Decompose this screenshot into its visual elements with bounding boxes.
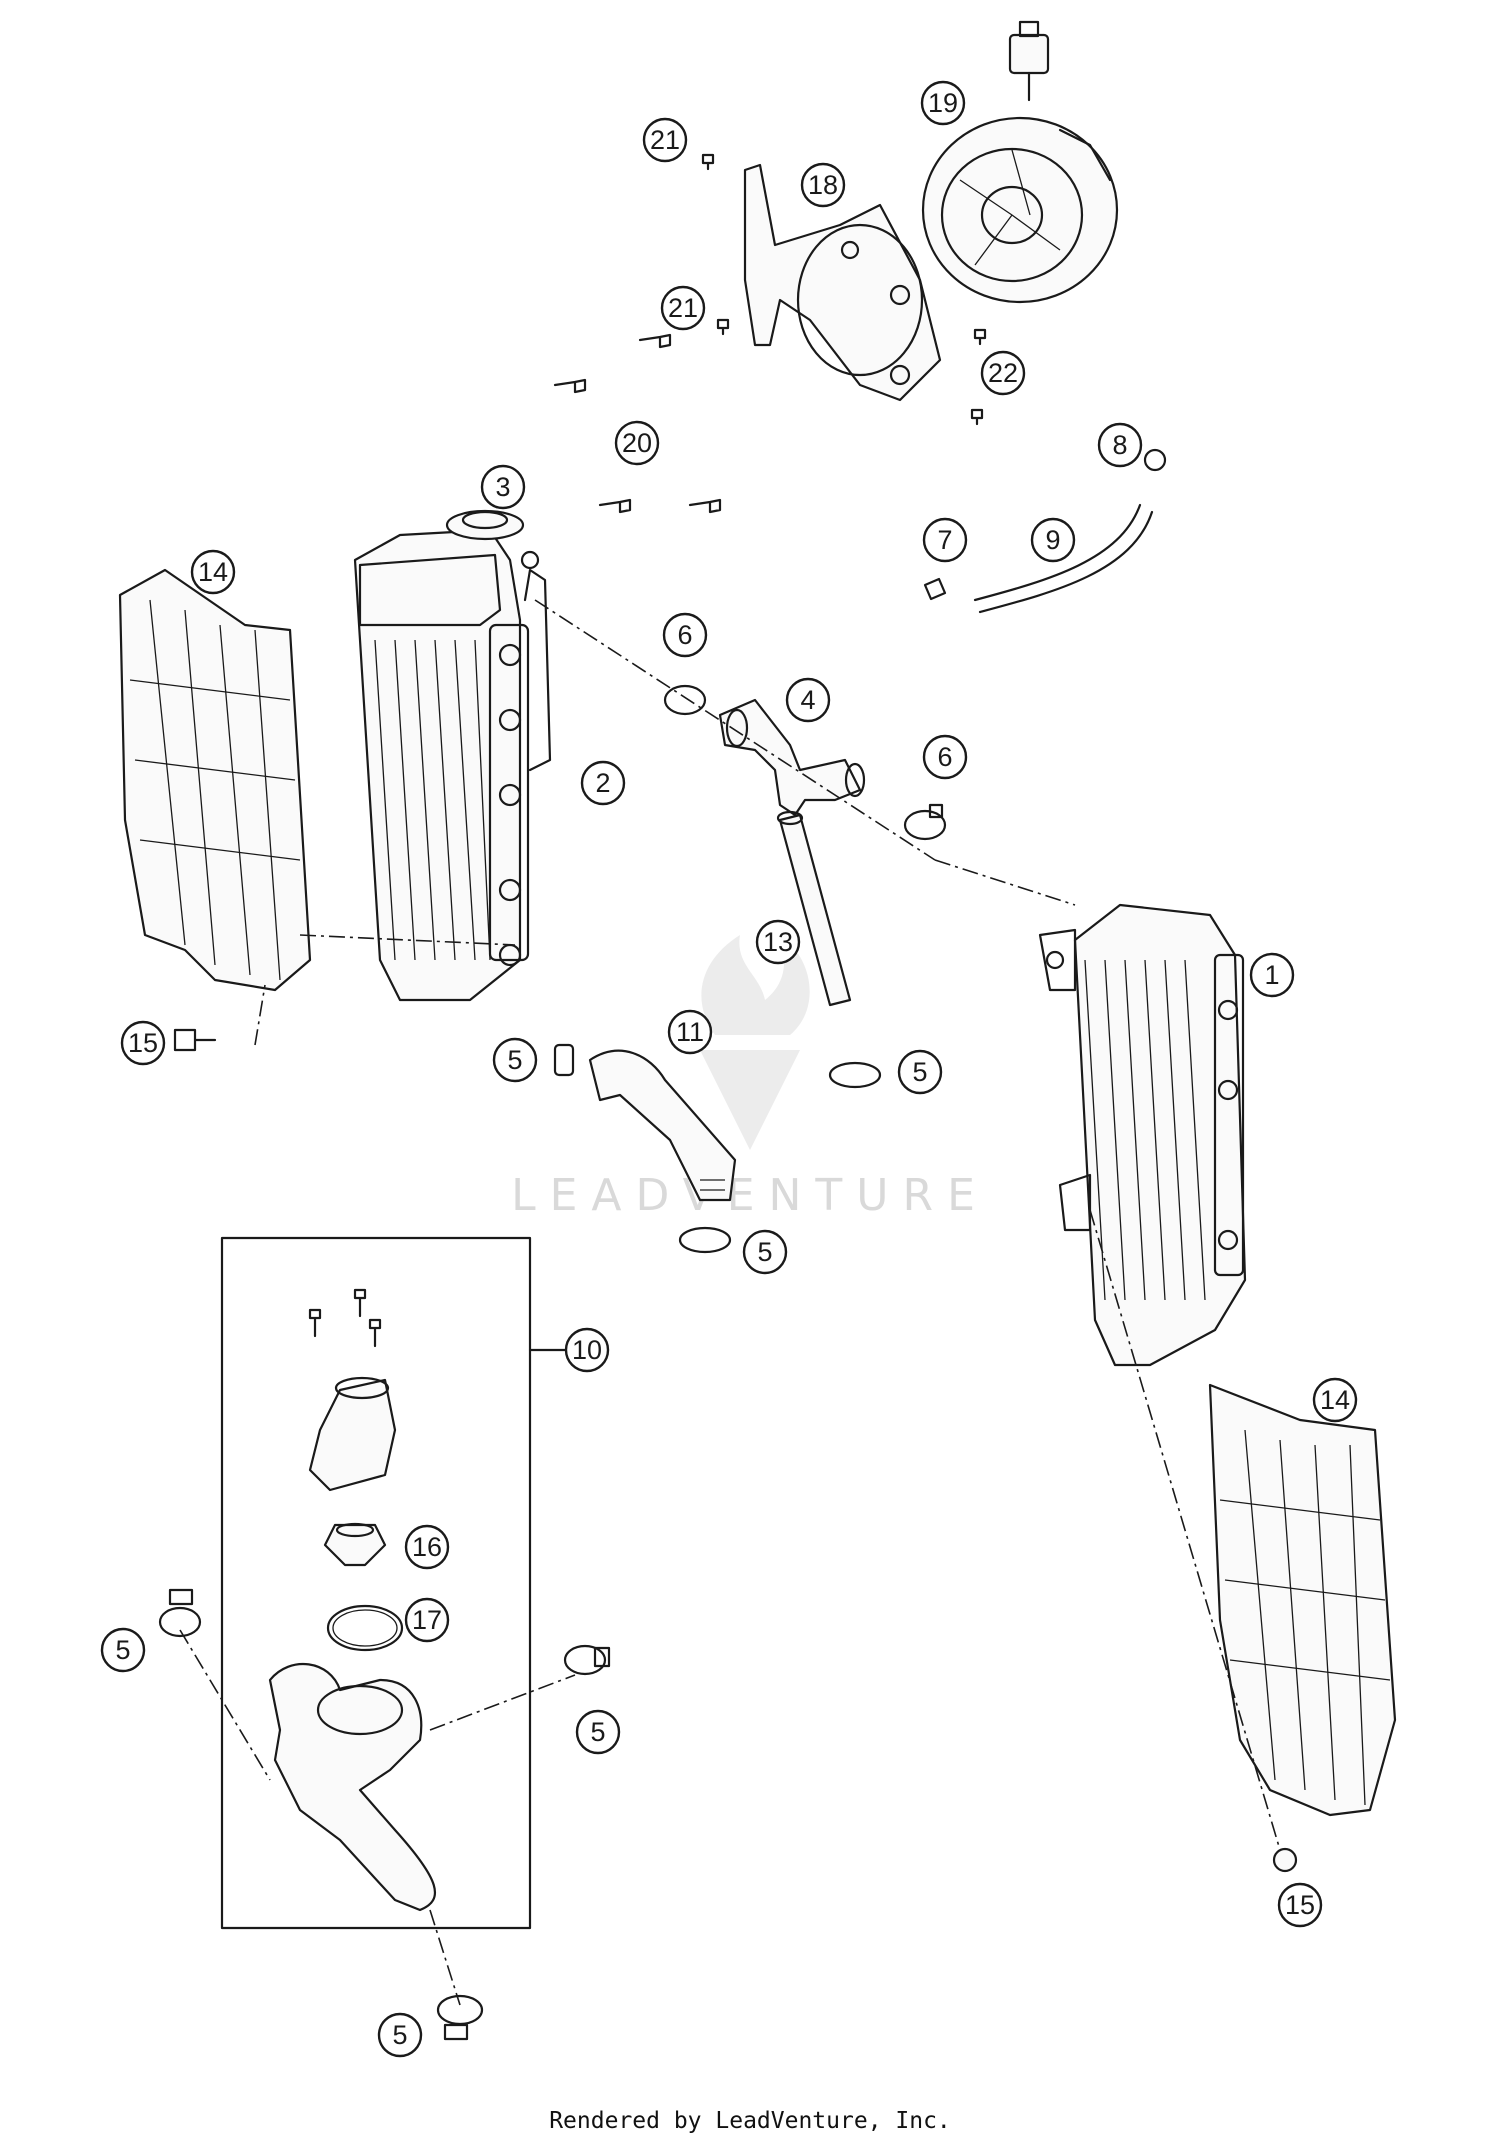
- watermark-text: LEADVENTURE: [511, 1170, 989, 1221]
- kit-box: [220, 1236, 532, 1930]
- svg-text:5: 5: [912, 1057, 927, 1087]
- callout-5-c: 5: [742, 1229, 788, 1275]
- thermostat-cover: [308, 1376, 397, 1492]
- svg-text:5: 5: [115, 1635, 130, 1665]
- svg-text:10: 10: [572, 1335, 602, 1365]
- callout-21-top: 21: [642, 117, 688, 163]
- svg-text:7: 7: [937, 525, 952, 555]
- kit-hose-clamps: [158, 1588, 611, 2041]
- callout-18: 18: [800, 162, 846, 208]
- callout-5-d: 5: [100, 1627, 146, 1673]
- callout-10: 10: [564, 1327, 610, 1373]
- callout-7: 7: [922, 517, 968, 563]
- callout-14-right: 14: [1312, 1377, 1358, 1423]
- callout-2: 2: [580, 760, 626, 806]
- callout-13: 13: [755, 919, 801, 965]
- svg-text:13: 13: [763, 927, 793, 957]
- bent-hose: [588, 1049, 737, 1202]
- radiator-cap: [445, 509, 540, 570]
- thermostat-housing-screws: [308, 1288, 382, 1348]
- callout-14-left: 14: [190, 549, 236, 595]
- callout-1: 1: [1249, 952, 1295, 998]
- fan-shroud: [743, 163, 942, 402]
- callout-19: 19: [920, 80, 966, 126]
- svg-text:22: 22: [988, 358, 1018, 388]
- svg-text:5: 5: [507, 1045, 522, 1075]
- y-connector: [718, 698, 866, 817]
- svg-text:6: 6: [937, 742, 952, 772]
- callout-21-mid: 21: [660, 285, 706, 331]
- svg-text:15: 15: [1285, 1890, 1315, 1920]
- fan-motor: [921, 116, 1119, 304]
- callout-17: 17: [404, 1597, 450, 1643]
- thermostat: [323, 1522, 387, 1567]
- callout-15-left: 15: [120, 1020, 166, 1066]
- callout-5-f: 5: [377, 2012, 423, 2058]
- svg-text:2: 2: [595, 768, 610, 798]
- callout-5-e: 5: [575, 1709, 621, 1755]
- callout-6-left: 6: [662, 612, 708, 658]
- shroud-screws: [701, 153, 987, 426]
- svg-text:4: 4: [800, 685, 815, 715]
- right-radiator-guard: [1208, 1383, 1397, 1817]
- watermark-flame-logo: [700, 935, 810, 1150]
- callout-8: 8: [1097, 422, 1143, 468]
- svg-text:5: 5: [757, 1237, 772, 1267]
- callout-3: 3: [480, 464, 526, 510]
- hose-clamps-6: [663, 684, 947, 841]
- left-radiator: [353, 528, 552, 1002]
- svg-text:21: 21: [668, 293, 698, 323]
- svg-text:20: 20: [622, 428, 652, 458]
- svg-text:14: 14: [198, 557, 228, 587]
- callout-5-b: 5: [897, 1049, 943, 1095]
- svg-text:6: 6: [677, 620, 692, 650]
- mounting-bolts: [553, 333, 722, 514]
- svg-text:21: 21: [650, 125, 680, 155]
- svg-text:15: 15: [128, 1028, 158, 1058]
- svg-text:9: 9: [1045, 525, 1060, 555]
- callout-22: 22: [980, 350, 1026, 396]
- svg-text:5: 5: [392, 2020, 407, 2050]
- svg-text:8: 8: [1112, 430, 1127, 460]
- right-radiator: [1038, 903, 1247, 1367]
- svg-text:17: 17: [412, 1605, 442, 1635]
- callout-15-right: 15: [1277, 1882, 1323, 1928]
- svg-text:3: 3: [495, 472, 510, 502]
- fasteners-15: [173, 1028, 1298, 1873]
- leader-lines: [179, 599, 1281, 2006]
- small-clamps: [553, 1043, 882, 1254]
- svg-text:1: 1: [1264, 960, 1279, 990]
- svg-text:14: 14: [1320, 1385, 1350, 1415]
- callout-9: 9: [1030, 517, 1076, 563]
- left-radiator-guard: [118, 568, 312, 992]
- o-ring: [326, 1604, 404, 1652]
- svg-text:5: 5: [590, 1717, 605, 1747]
- fan-connector: [1008, 20, 1050, 102]
- svg-text:18: 18: [808, 170, 838, 200]
- callout-4: 4: [785, 677, 831, 723]
- svg-text:11: 11: [676, 1017, 704, 1047]
- callout-6-right: 6: [922, 734, 968, 780]
- svg-text:16: 16: [412, 1532, 442, 1562]
- straight-hose: [776, 810, 852, 1007]
- callout-16: 16: [404, 1524, 450, 1570]
- svg-text:19: 19: [928, 88, 958, 118]
- callout-11: 11: [667, 1009, 713, 1055]
- callout-20: 20: [614, 420, 660, 466]
- vent-hose: [923, 448, 1167, 614]
- watermark: LEADVENTURE: [511, 935, 989, 1221]
- thermostat-housing-hoses: [268, 1662, 436, 1912]
- callout-5-a: 5: [492, 1037, 538, 1083]
- footer-credit: Rendered by LeadVenture, Inc.: [549, 2108, 951, 2134]
